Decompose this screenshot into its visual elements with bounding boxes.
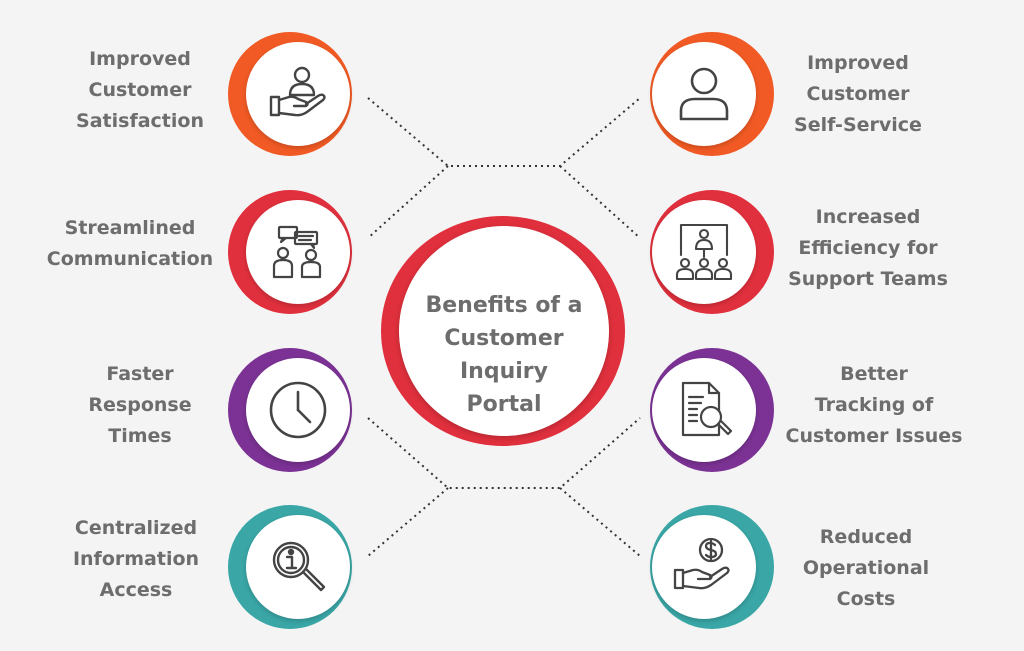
user-icon	[652, 42, 756, 146]
hand-user-icon	[246, 42, 350, 146]
label-streamlined-communication: Streamlined Communication	[46, 217, 214, 270]
node-better-tracking	[650, 348, 774, 472]
node-streamlined-communication	[228, 190, 352, 314]
label-improved-customer-self-service: Improved Customer Self-Service	[794, 52, 922, 136]
node-increased-efficiency	[650, 190, 774, 314]
clock-icon	[246, 358, 350, 462]
connector-top	[367, 97, 641, 167]
center-disc: Benefits of a Customer Inquiry Portal	[399, 226, 609, 436]
hand-dollar-icon	[652, 515, 756, 619]
node-reduced-operational-costs	[650, 505, 774, 629]
label-centralized-information-access: Centralized Information Access	[72, 517, 200, 601]
connector-bottom-left	[367, 487, 449, 557]
chat-people-icon	[246, 200, 350, 304]
connector-bottom	[367, 417, 641, 489]
info-search-icon	[246, 515, 350, 619]
node-faster-response-times	[228, 348, 352, 472]
center-node: Benefits of a Customer Inquiry Portal	[381, 216, 625, 446]
connector-bottom-right	[559, 487, 641, 557]
node-improved-customer-self-service	[650, 32, 774, 156]
label-better-tracking: Better Tracking of Customer Issues	[785, 363, 963, 447]
document-search-icon	[652, 358, 756, 462]
center-title: Benefits of a Customer Inquiry Portal	[425, 293, 583, 417]
label-increased-efficiency: Increased Efficiency for Support Teams	[788, 206, 948, 290]
label-improved-customer-satisfaction: Improved Customer Satisfaction	[76, 48, 204, 132]
label-reduced-operational-costs: Reduced Operational Costs	[802, 526, 930, 610]
team-presentation-icon	[652, 200, 756, 304]
node-centralized-information-access	[228, 505, 352, 629]
label-faster-response-times: Faster Response Times	[88, 363, 192, 447]
node-improved-customer-satisfaction	[228, 32, 352, 156]
